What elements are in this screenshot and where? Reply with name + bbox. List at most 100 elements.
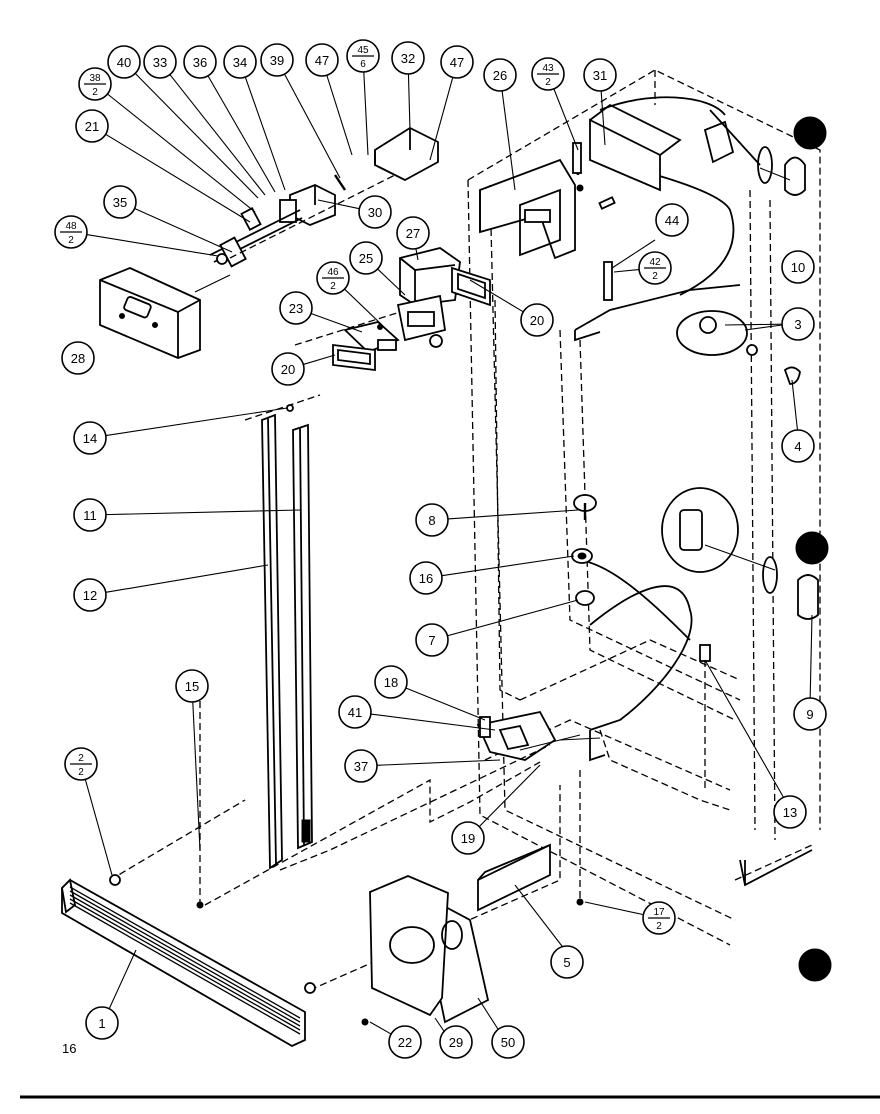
callout-circle (451, 821, 485, 855)
callout-c-44: 44 (655, 203, 689, 237)
callout-circle (520, 303, 554, 337)
callout-c-41: 41 (338, 695, 372, 729)
callout-c-8: 8 (415, 503, 449, 537)
cabinet-outline (467, 69, 821, 946)
callout-circle (483, 58, 517, 92)
callout-number: 32 (401, 51, 415, 66)
callout-number: 20 (281, 362, 295, 377)
leader-f-46-2 (344, 288, 384, 327)
callout-circle (75, 109, 109, 143)
callout-denominator: 2 (92, 87, 98, 98)
callout-c-4: 4 (781, 429, 815, 463)
callout-circle (223, 45, 257, 79)
fraction-callout-f-46-2: 462 (316, 261, 350, 295)
callout-c-50: 50 (491, 1025, 525, 1059)
callout-number: 18 (384, 675, 398, 690)
callout-number: 10 (791, 260, 805, 275)
callout-c-10: 10 (781, 250, 815, 284)
callout-circle (107, 45, 141, 79)
leader-c-36 (207, 75, 276, 193)
callout-number: 25 (359, 251, 373, 266)
callout-circle (374, 665, 408, 699)
grille-slat (69, 886, 301, 1019)
callout-number: 12 (83, 588, 97, 603)
callout-number: 22 (398, 1035, 412, 1050)
callout-circle (85, 1006, 119, 1040)
callout-number: 7 (428, 633, 435, 648)
callout-number: 36 (193, 55, 207, 70)
callout-circle (781, 429, 815, 463)
grille-slat (69, 898, 301, 1031)
callout-circle (655, 203, 689, 237)
callout-circle (183, 45, 217, 79)
leader-f-42-2 (613, 269, 640, 273)
callout-circle (271, 352, 305, 386)
callout-c-40: 40 (107, 45, 141, 79)
callout-number: 37 (354, 759, 368, 774)
callout-denominator: 2 (68, 235, 74, 246)
callout-number: 11 (83, 508, 97, 523)
callout-circle (175, 669, 209, 703)
center-parts (571, 494, 597, 606)
callout-c-29: 29 (439, 1025, 473, 1059)
lower-bracket (476, 710, 601, 761)
grille-slat (69, 894, 301, 1027)
callout-c-20b: 20 (271, 352, 305, 386)
callout-denominator: 2 (652, 271, 658, 282)
callout-denominator: 2 (78, 767, 84, 778)
callout-number: 4 (794, 439, 801, 454)
callout-numerator: 2 (78, 753, 84, 764)
leader-c-12 (105, 564, 269, 593)
leader-c-33 (169, 74, 266, 196)
callout-numerator: 43 (542, 63, 554, 74)
leader-c-20b (303, 354, 336, 365)
callout-number: 1 (98, 1016, 105, 1031)
callout-c-28: 28 (61, 341, 95, 375)
leader-f-45-6 (363, 71, 369, 156)
callout-circle (409, 561, 443, 595)
leader-c-47a (326, 75, 353, 156)
callout-circle (396, 216, 430, 250)
callout-denominator: 2 (330, 281, 336, 292)
callout-c-18: 18 (374, 665, 408, 699)
callout-circle (781, 250, 815, 284)
leader-f-43-2 (553, 88, 579, 151)
grille-slat (69, 902, 301, 1035)
leader-c-23 (310, 312, 363, 333)
callout-c-22: 22 (388, 1025, 422, 1059)
callout-numerator: 48 (65, 221, 77, 232)
dispenser-mechanism (99, 126, 471, 359)
callout-c-33: 33 (143, 45, 177, 79)
leader-f-2-2 (84, 779, 113, 876)
fraction-callout-f-38-2: 382 (78, 67, 112, 101)
leader-c-30 (317, 199, 360, 210)
callout-circle (61, 341, 95, 375)
callout-number: 28 (71, 351, 85, 366)
fraction-callout-f-48-2: 482 (54, 215, 88, 249)
callout-c-25: 25 (349, 241, 383, 275)
callout-numerator: 17 (653, 907, 665, 918)
leader-c-25 (377, 268, 406, 296)
callout-number: 23 (289, 301, 303, 316)
callout-leaders (84, 71, 783, 1035)
callout-circle (305, 43, 339, 77)
leader-c-34 (244, 76, 286, 191)
callout-circle (143, 45, 177, 79)
leader-f-48-2 (86, 234, 219, 257)
fraction-callout-f-2-2: 22 (64, 747, 98, 781)
leader-f-17-2 (584, 901, 644, 916)
callout-number: 20 (530, 313, 544, 328)
callout-c-11: 11 (73, 498, 107, 532)
leader-c-47b (429, 77, 454, 161)
callout-c-36: 36 (183, 45, 217, 79)
callout-c-34: 34 (223, 45, 257, 79)
callout-number: 16 (419, 571, 433, 586)
dispenser-door-parts (332, 247, 491, 372)
callout-denominator: 2 (656, 921, 662, 932)
callout-number: 27 (406, 226, 420, 241)
callout-c-12: 12 (73, 578, 107, 612)
leader-c-20a (469, 279, 524, 313)
callout-number: 30 (368, 205, 382, 220)
callout-c-16: 16 (409, 561, 443, 595)
